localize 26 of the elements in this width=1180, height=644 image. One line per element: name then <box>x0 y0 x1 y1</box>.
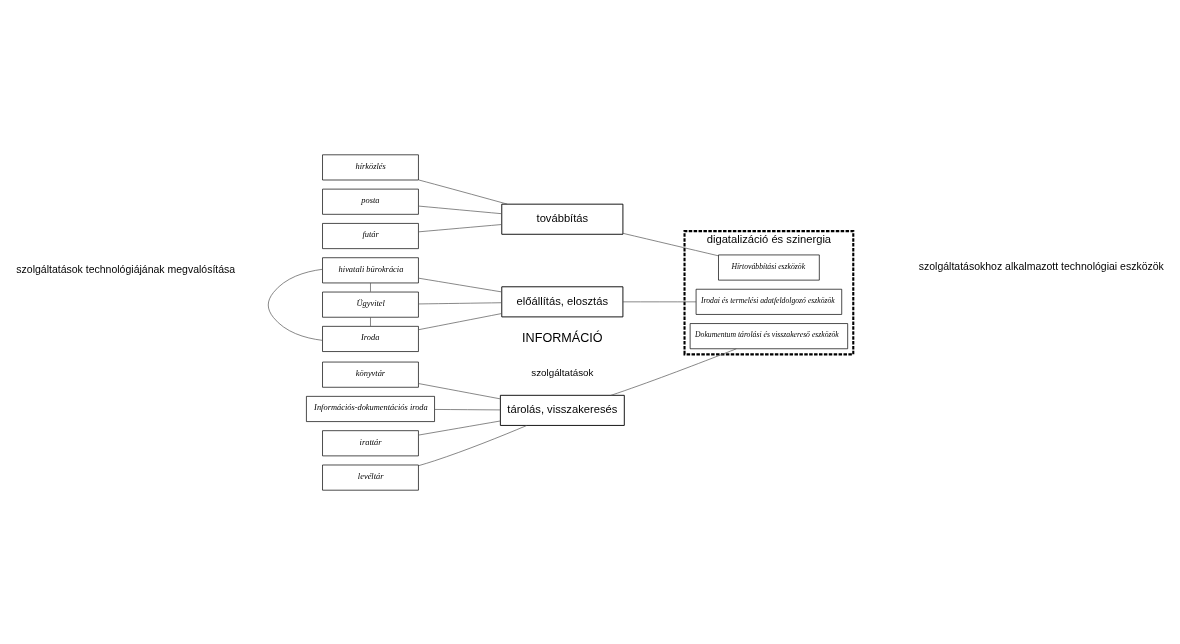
connector <box>267 268 323 341</box>
connector <box>610 347 737 396</box>
node-box: előállítás, elosztás <box>501 285 624 317</box>
connector <box>418 424 528 466</box>
node-box: Hírtovábbítási eszközök <box>718 254 820 280</box>
connector <box>418 179 508 204</box>
connector <box>418 277 503 292</box>
node-box: Dokumentum tárolási és visszakereső eszközök <box>689 322 849 349</box>
connector <box>418 312 503 330</box>
connector <box>370 282 371 292</box>
connector <box>418 382 501 399</box>
connector <box>622 232 719 256</box>
label: INFORMÁCIÓ <box>522 330 603 345</box>
label: szolgáltatások technológiájának megvalósítása <box>16 262 236 275</box>
connector <box>370 316 371 326</box>
connector <box>418 420 501 435</box>
node-box: tárolás, visszakeresés <box>499 394 625 426</box>
node-box: Irodai és termelési adatfeldolgozó eszközök <box>695 288 843 315</box>
node-box: továbbítás <box>501 203 624 235</box>
connector <box>622 301 697 302</box>
connector <box>418 205 503 214</box>
label: szolgáltatások <box>531 366 594 378</box>
connector <box>418 223 503 232</box>
label: szolgáltatásokhoz alkalmazott technológiai eszközök <box>918 259 1164 272</box>
connector <box>434 408 501 410</box>
connector <box>418 301 503 304</box>
